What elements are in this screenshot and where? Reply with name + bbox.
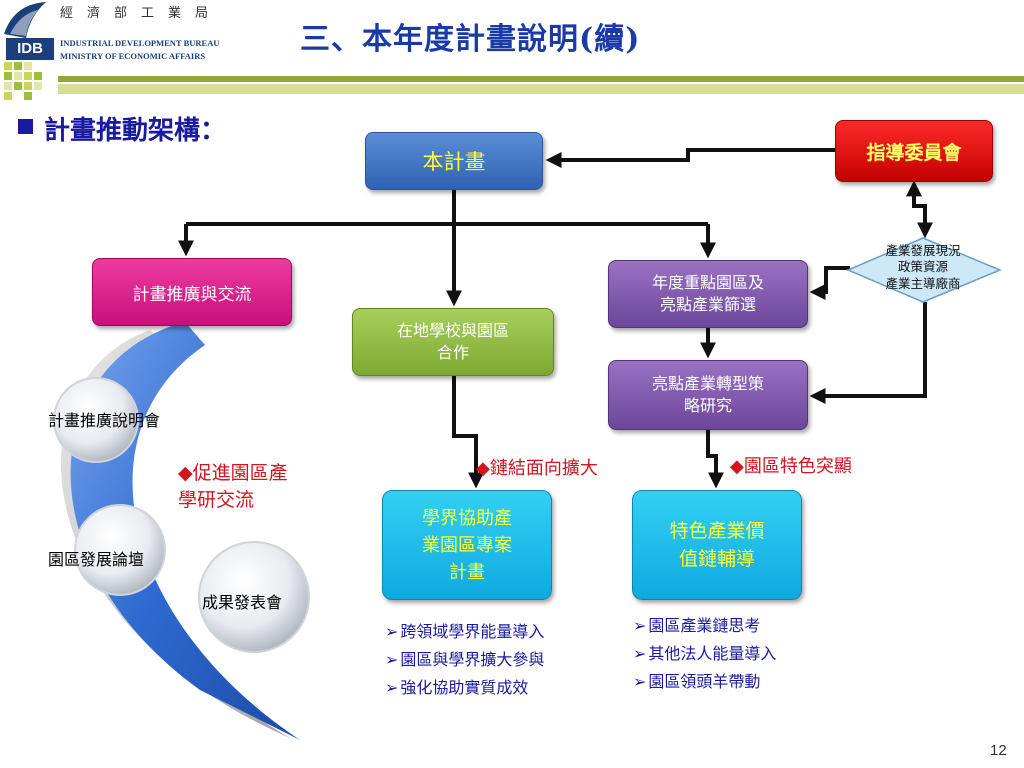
info-diamond	[846, 237, 1002, 303]
event-forum-label: 園區發展論壇	[48, 550, 145, 569]
steering-committee-box: 指導委員會	[835, 120, 993, 182]
promotion-exchange-box: 計畫推廣與交流	[92, 258, 292, 326]
diamond-label: 產業發展現況 政策資源 產業主導廠商	[885, 243, 961, 291]
list-item: ➢其他法人能量導入	[633, 644, 777, 663]
arrow-bullet-icon: ➢	[633, 672, 647, 691]
academic-points-list: ➢跨領域學界能量導入 ➢園區與學界擴大參與 ➢強化協助實質成效	[385, 618, 544, 702]
transformation-strategy-box: 亮點產業轉型策 略研究	[608, 360, 808, 430]
note-chain-expansion: ◆鏈結面向擴大	[476, 458, 598, 479]
industry-value-chain-box: 特色產業價 值鏈輔導	[632, 490, 802, 600]
list-item: ➢跨領域學界能量導入	[385, 622, 545, 641]
key-district-screening-box: 年度重點園區及 亮點產業篩選	[608, 260, 808, 328]
event-circle-3	[198, 541, 310, 653]
main-plan-box: 本計畫	[365, 132, 543, 190]
list-item: ➢強化協助實質成效	[385, 678, 529, 697]
arrow-bullet-icon: ➢	[385, 650, 399, 669]
industry-points-list: ➢園區產業鏈思考 ➢其他法人能量導入 ➢園區領頭羊帶動	[633, 612, 776, 696]
event-circle-1	[53, 377, 139, 463]
idb-logo	[4, 2, 46, 100]
arrow-bullet-icon: ➢	[633, 644, 647, 663]
list-item: ➢園區與學界擴大參與	[385, 650, 545, 669]
org-name-english-line1: INDUSTRIAL DEVELOPMENT BUREAU	[60, 38, 220, 48]
arrow-bullet-icon: ➢	[633, 616, 647, 635]
list-item: ➢園區領頭羊帶動	[633, 672, 761, 691]
slide-header: IDB 經濟部工業局 INDUSTRIAL DEVELOPMENT BUREAU…	[0, 0, 1024, 100]
org-name-english-line2: MINISTRY OF ECONOMIC AFFAIRS	[60, 51, 206, 61]
event-results-label: 成果發表會	[202, 593, 283, 612]
academic-assistance-project-box: 學界協助產 業園區專案 計畫	[382, 490, 552, 600]
slide-title: 三、本年度計畫說明(續)	[300, 22, 641, 57]
page-number: 12	[990, 742, 1007, 759]
header-rule	[58, 76, 1024, 94]
arrow-bullet-icon: ➢	[385, 678, 399, 697]
arrow-bullet-icon: ➢	[385, 622, 399, 641]
idb-logo-text: IDB	[6, 38, 54, 60]
event-briefing-label: 計畫推廣說明會	[48, 411, 161, 430]
event-circle-2	[74, 504, 166, 596]
section-bullet	[18, 119, 33, 134]
note-promote-exchange: ◆促進園區產 學研交流	[178, 462, 288, 511]
section-heading: 計畫推動架構：	[44, 116, 227, 146]
local-school-cooperation-box: 在地學校與園區 合作	[352, 308, 554, 376]
org-name-chinese: 經濟部工業局	[60, 6, 223, 21]
note-district-feature: ◆園區特色突顯	[730, 456, 852, 477]
list-item: ➢園區產業鏈思考	[633, 616, 761, 635]
